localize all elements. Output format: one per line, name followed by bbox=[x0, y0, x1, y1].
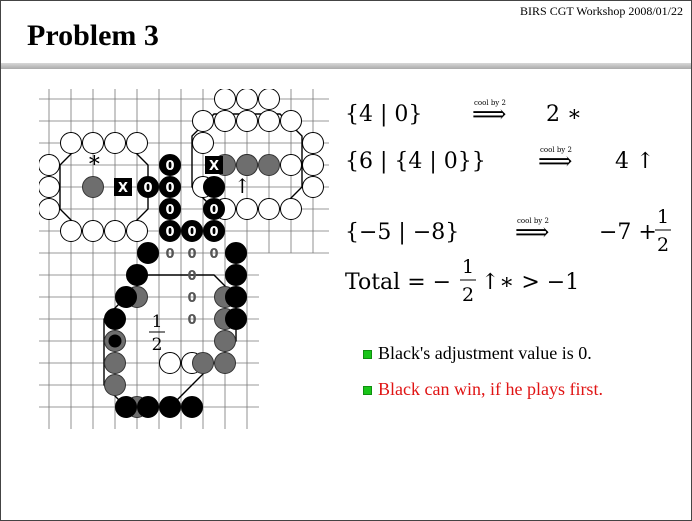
slide-title: Problem 3 bbox=[27, 19, 159, 52]
eq3-den: 2 bbox=[657, 234, 669, 256]
eq1-right: 2 ∗ bbox=[546, 102, 582, 127]
zero-mark: 0 bbox=[165, 159, 174, 174]
zero-mark: 0 bbox=[209, 247, 218, 262]
bullet-item: Black can win, if he plays first. bbox=[363, 374, 603, 404]
zero-mark: 0 bbox=[209, 203, 218, 218]
zero-mark: 0 bbox=[165, 181, 174, 196]
total-den: 2 bbox=[462, 284, 474, 306]
zero-mark: 0 bbox=[187, 247, 196, 262]
star-label: ∗ bbox=[87, 148, 102, 173]
zero-mark: 0 bbox=[209, 225, 218, 240]
eq3-left: {−5 | −8} bbox=[345, 220, 459, 245]
total-left: Total = − bbox=[345, 270, 451, 295]
bullet-list: Black's adjustment value is 0. Black can… bbox=[363, 338, 603, 410]
up-label: ↑ bbox=[234, 174, 251, 198]
total-num: 1 bbox=[462, 256, 474, 278]
eq1-left: {4 | 0} bbox=[345, 102, 422, 127]
cool-label: cool by 2 bbox=[517, 217, 549, 225]
zero-mark: 0 bbox=[187, 225, 196, 240]
total-right: ↑∗ > −1 bbox=[481, 270, 579, 295]
zero-mark: 0 bbox=[165, 203, 174, 218]
half-num: 1 bbox=[152, 312, 163, 332]
half-den: 2 bbox=[152, 335, 163, 355]
zero-mark: 0 bbox=[165, 247, 174, 262]
implies-arrow: ⟹ bbox=[472, 100, 506, 128]
bullet-text: Black's adjustment value is 0. bbox=[378, 343, 592, 363]
zero-mark: 0 bbox=[143, 181, 152, 196]
zero-mark: 0 bbox=[187, 313, 196, 328]
bullet-item: Black's adjustment value is 0. bbox=[363, 338, 603, 368]
bullet-square-icon bbox=[363, 386, 372, 396]
implies-arrow: ⟹ bbox=[538, 147, 572, 175]
eq3-right: −7 + bbox=[599, 220, 657, 245]
title-rule bbox=[1, 63, 691, 69]
cgt-equations: {4 | 0} cool by 2 ⟹ 2 ∗ {6 | {4 | 0}} co… bbox=[345, 99, 671, 306]
zero-mark: 0 bbox=[165, 225, 174, 240]
bullet-text: Black can win, if he plays first. bbox=[378, 379, 603, 399]
implies-arrow: ⟹ bbox=[515, 218, 549, 246]
eq2-right: 4 ↑ bbox=[615, 149, 654, 174]
eq3-num: 1 bbox=[657, 206, 669, 228]
zero-mark: 0 bbox=[187, 269, 196, 284]
go-board-diagram: 0 0 0 0 0 0 0 0 0 0 0 0 0 0 X X ∗ ↑ 1 2 bbox=[39, 89, 329, 429]
bullet-square-icon bbox=[363, 350, 372, 360]
workshop-label: BIRS CGT Workshop 2008/01/22 bbox=[520, 4, 683, 18]
x-mark: X bbox=[118, 181, 128, 196]
x-mark: X bbox=[209, 159, 219, 174]
zero-mark: 0 bbox=[187, 291, 196, 306]
cool-label: cool by 2 bbox=[540, 146, 572, 154]
eq2-left: {6 | {4 | 0}} bbox=[345, 149, 486, 174]
cool-label: cool by 2 bbox=[474, 99, 506, 107]
